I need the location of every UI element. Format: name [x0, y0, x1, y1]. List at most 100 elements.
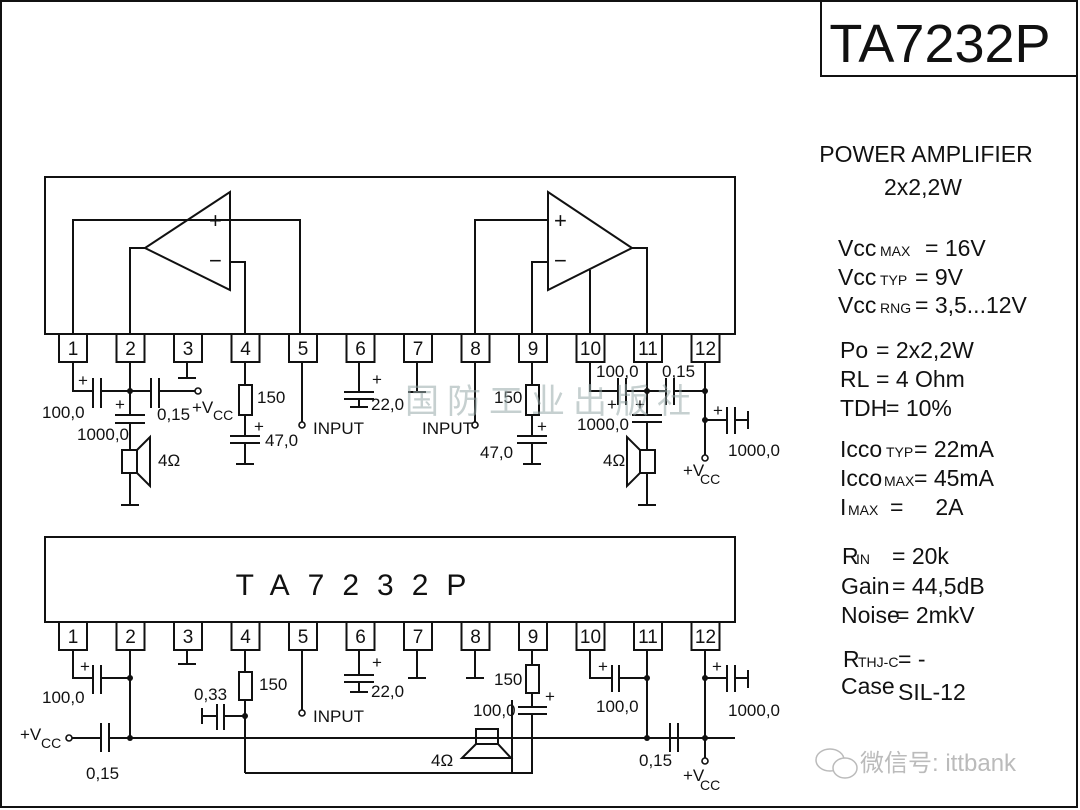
- bottom-pin-2: 2: [115, 621, 146, 651]
- svg-text:8: 8: [470, 627, 481, 648]
- cap-label: 22,0: [371, 395, 404, 414]
- speaker-icon: [639, 449, 656, 474]
- input-terminal: [471, 421, 479, 429]
- resistor-label: 150: [259, 675, 287, 694]
- resistor-label: 150: [494, 670, 522, 689]
- chip-label: TA7232P: [236, 569, 485, 602]
- bottom-pin-4: 4: [230, 621, 261, 651]
- svg-text:TDH: TDH: [840, 395, 887, 421]
- svg-text:+: +: [372, 370, 382, 389]
- svg-text:CC: CC: [41, 735, 61, 751]
- cap-label: 0,33: [194, 685, 227, 704]
- svg-text:MAX: MAX: [880, 243, 911, 259]
- svg-text:7: 7: [413, 339, 424, 360]
- top-pin-8: 8: [460, 333, 491, 363]
- svg-text:Icco: Icco: [840, 465, 882, 491]
- spec-vcc-max: Vcc MAX = 16V: [838, 235, 986, 261]
- svg-text:Noise: Noise: [841, 602, 900, 628]
- top-pin-5: 5: [288, 333, 318, 363]
- svg-text:6: 6: [355, 339, 366, 360]
- svg-text:Gain: Gain: [841, 573, 890, 599]
- vcc-label: +V: [683, 766, 705, 785]
- svg-text:9: 9: [528, 339, 539, 360]
- svg-text:= 3,5...12V: = 3,5...12V: [915, 292, 1028, 318]
- svg-text:Po: Po: [840, 337, 868, 363]
- spec-icco-max: Icco MAX = 45mA: [840, 465, 995, 491]
- svg-text:4: 4: [240, 627, 251, 648]
- svg-text:+: +: [537, 417, 547, 436]
- svg-text:= 16V: = 16V: [925, 235, 986, 261]
- spec-icco-typ: Icco TYP = 22mA: [840, 436, 995, 462]
- resistor-icon: [525, 664, 540, 694]
- spec-panel: POWER AMPLIFIER 2x2,2W Vcc MAX = 16V Vcc…: [819, 141, 1032, 705]
- svg-text:THJ-C: THJ-C: [858, 654, 898, 670]
- svg-text:I: I: [840, 494, 846, 520]
- cap-label: 100,0: [596, 362, 639, 381]
- cap-label: 1000,0: [77, 425, 129, 444]
- svg-text:12: 12: [695, 627, 716, 648]
- minus-sign: −: [554, 248, 567, 273]
- top-pin-11: 11: [633, 333, 663, 363]
- input-label: INPUT: [313, 419, 364, 438]
- svg-text:10: 10: [580, 339, 601, 360]
- svg-text:12: 12: [695, 339, 716, 360]
- cap-label: 0,15: [662, 362, 695, 381]
- cap-label: 47,0: [265, 431, 298, 450]
- speaker-icon: [475, 728, 499, 745]
- top-chip-body: [44, 176, 736, 335]
- top-pin-1: 1: [58, 333, 88, 363]
- svg-text:IN: IN: [856, 551, 870, 567]
- svg-text:+: +: [712, 657, 722, 676]
- bottom-chip-body: [44, 536, 736, 623]
- input-terminal: [298, 709, 306, 717]
- svg-text:CC: CC: [700, 777, 720, 793]
- bottom-pin-10: 10: [575, 621, 606, 651]
- spec-subheading: 2x2,2W: [884, 174, 962, 200]
- svg-text:+: +: [80, 657, 90, 676]
- cap-label: 1000,0: [728, 441, 780, 460]
- svg-text:RNG: RNG: [880, 300, 911, 316]
- spec-gain: Gain = 44,5dB: [841, 573, 985, 599]
- vcc-label: +V: [683, 461, 705, 480]
- svg-text:TYP: TYP: [886, 444, 913, 460]
- cap-label: 100,0: [596, 697, 639, 716]
- speaker-label: 4Ω: [158, 451, 180, 470]
- input-label: INPUT: [313, 707, 364, 726]
- svg-text:10: 10: [580, 627, 601, 648]
- cap-label: 100,0: [473, 701, 516, 720]
- svg-text:CC: CC: [213, 407, 233, 423]
- svg-text:= 20k: = 20k: [892, 543, 949, 569]
- svg-text:6: 6: [355, 627, 366, 648]
- svg-text:= 4 Ohm: = 4 Ohm: [876, 366, 965, 392]
- svg-text:2: 2: [125, 627, 136, 648]
- svg-text:= -: = -: [898, 646, 925, 672]
- svg-text:3: 3: [183, 627, 194, 648]
- bottom-pin-5: 5: [288, 621, 318, 651]
- resistor-label: 150: [494, 388, 522, 407]
- svg-text:+: +: [254, 417, 264, 436]
- svg-text:微信号: ittbank: 微信号: ittbank: [860, 750, 1017, 777]
- svg-text:= 2A: = 2A: [890, 494, 964, 520]
- wechat-icon: [815, 748, 858, 779]
- spec-po: Po = 2x2,2W: [840, 337, 974, 363]
- plus-sign: +: [554, 208, 567, 233]
- svg-text:+: +: [372, 653, 382, 672]
- svg-text:= 10%: = 10%: [886, 395, 952, 421]
- cap-label: 1000,0: [577, 415, 629, 434]
- svg-text:11: 11: [638, 339, 658, 360]
- svg-text:+: +: [78, 371, 88, 390]
- top-pin-12: 12: [690, 333, 721, 363]
- spec-rin: R IN = 20k: [842, 543, 949, 569]
- part-title: TA7232P: [829, 14, 1050, 74]
- svg-text:3: 3: [183, 339, 194, 360]
- svg-text:Icco: Icco: [840, 436, 882, 462]
- bottom-pin-3: 3: [173, 621, 203, 651]
- bottom-pin-11: 11: [633, 621, 663, 651]
- resistor-icon: [238, 384, 253, 416]
- svg-text:MAX: MAX: [884, 473, 915, 489]
- cap-label: 22,0: [371, 682, 404, 701]
- svg-text:1: 1: [68, 339, 79, 360]
- speaker-icon: [121, 449, 138, 474]
